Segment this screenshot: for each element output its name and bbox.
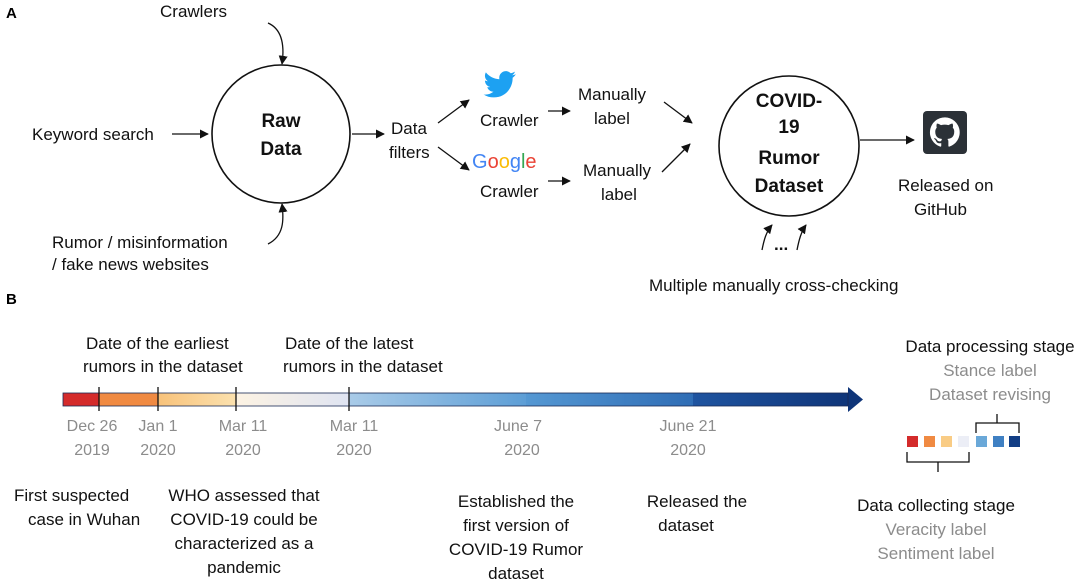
data-filters-line-1: Data [391,119,427,138]
event-3-line-2: first version of [463,516,569,535]
manual-label-bottom-line-2: label [601,185,637,204]
event-4-line-2: dataset [658,516,714,535]
processing-title: Data processing stage [905,337,1074,356]
collecting-title: Data collecting stage [857,496,1015,515]
processing-item-1: Stance label [943,361,1037,380]
cross-check-arrow-2 [796,224,807,251]
legend-square-3 [941,436,952,447]
google-letter-5: l [521,151,525,173]
keyword-search-label: Keyword search [32,125,154,144]
label-bottom-to-dataset-arrow [661,143,691,173]
legend-square-5 [976,436,987,447]
google-letter-3: o [499,151,510,173]
timeline-outline [62,392,849,407]
event-3-line-3: COVID-19 Rumor [449,540,583,559]
event-2-line-4: pandemic [207,558,281,577]
tick-label-5-line-2: 2020 [504,442,540,459]
timeline [62,387,863,412]
dataset-line-4: Dataset [755,176,824,197]
rumor-sites-arrow [267,203,288,245]
timeline-seg-3 [158,393,236,406]
raw-data-line-2: Data [260,139,302,160]
earliest-line-1: Date of the earliest [86,334,229,353]
dataset-line-1: COVID- [756,91,823,112]
released-line-1: Released on [898,176,993,195]
legend-square-1 [907,436,918,447]
tick-label-6-line-1: June 21 [660,418,717,435]
event-2-line-2: COVID-19 could be [170,510,317,529]
twitter-crawler-label: Crawler [480,111,539,130]
dataset-line-3: Rumor [758,148,820,169]
tick-label-3-line-1: Mar 11 [219,418,268,435]
stage-legend-squares [907,436,1020,447]
legend-square-7 [1009,436,1020,447]
tick-label-1-line-2: 2019 [74,442,110,459]
google-crawler-label: Crawler [480,182,539,201]
cross-check-ellipsis: ... [774,235,788,254]
processing-bracket [975,414,1020,433]
twitter-icon [483,71,516,98]
filters-to-google-arrow [437,146,470,171]
earliest-line-2: rumors in the dataset [83,357,243,376]
event-1-line-2: case in Wuhan [28,510,140,529]
panel-a-label: A [6,5,17,22]
tick-label-4-line-1: Mar 11 [330,418,379,435]
timeline-seg-4 [236,393,349,406]
timeline-seg-1 [63,393,99,406]
google-letter-6: e [525,151,536,173]
tick-label-5-line-1: June 7 [494,418,542,435]
dataset-line-2: 19 [778,117,799,138]
panel-b-label: B [6,291,17,308]
manual-label-bottom-line-1: Manually [583,161,652,180]
google-logo: Google [472,151,537,173]
rumor-sites-line-1: Rumor / misinformation [52,233,228,252]
event-2-line-1: WHO assessed that [168,486,319,505]
collecting-bracket [906,452,970,472]
github-icon [923,111,967,154]
label-top-to-dataset-arrow [663,101,693,124]
timeline-seg-7 [693,393,848,406]
collecting-item-1: Veracity label [885,520,986,539]
event-2-line-3: characterized as a [175,534,314,553]
event-3-line-4: dataset [488,564,544,583]
dataset-circle [718,75,860,217]
cross-check-label: Multiple manually cross-checking [649,276,898,295]
crawlers-label: Crawlers [160,2,227,21]
processing-item-2: Dataset revising [929,385,1051,404]
event-3-line-1: Established the [458,492,574,511]
timeline-seg-6 [526,393,693,406]
tick-label-6-line-2: 2020 [670,442,706,459]
data-filters-line-2: filters [389,143,430,162]
raw-data-circle [211,64,351,204]
event-1-line-1: First suspected [14,486,129,505]
timeline-seg-2 [99,393,158,406]
legend-square-6 [993,436,1004,447]
raw-data-line-1: Raw [261,111,300,132]
filters-to-twitter-arrow [437,99,470,124]
rumor-sites-line-2: / fake news websites [52,255,209,274]
cross-check-arrow-1 [761,224,773,251]
released-line-2: GitHub [914,200,967,219]
manual-label-top-line-2: label [594,109,630,128]
google-letter-2: o [488,151,499,173]
timeline-arrowhead [848,387,863,412]
google-letter-1: G [472,151,488,173]
latest-line-1: Date of the latest [285,334,414,353]
event-4-line-1: Released the [647,492,747,511]
timeline-seg-5 [349,393,526,406]
tick-label-4-line-2: 2020 [336,442,372,459]
tick-label-2-line-2: 2020 [140,442,176,459]
google-letter-4: g [510,151,521,173]
latest-line-2: rumors in the dataset [283,357,443,376]
collecting-item-2: Sentiment label [877,544,994,563]
tick-label-3-line-2: 2020 [225,442,261,459]
manual-label-top-line-1: Manually [578,85,647,104]
legend-square-2 [924,436,935,447]
tick-label-2-line-1: Jan 1 [138,418,177,435]
legend-square-4 [958,436,969,447]
tick-label-1-line-1: Dec 26 [67,418,118,435]
crawlers-arrow [267,22,288,65]
